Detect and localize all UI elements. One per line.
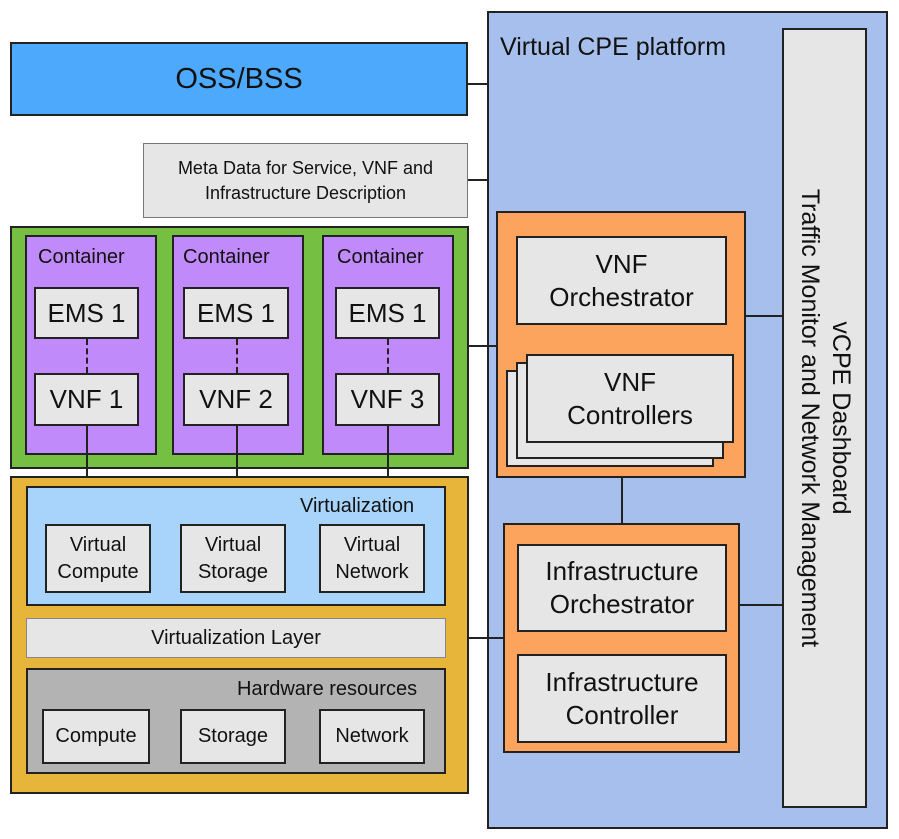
container-1-ems-vnf-link bbox=[86, 339, 88, 373]
vnf-controllers: VNF Controllers bbox=[526, 354, 734, 443]
container-1-label: Container bbox=[38, 246, 125, 268]
vnf-2-downlink bbox=[236, 426, 238, 487]
virtualization-title: Virtualization bbox=[300, 495, 415, 517]
container-3-ems: EMS 1 bbox=[335, 287, 440, 339]
infrastructure-area-connector bbox=[469, 637, 503, 639]
infra-to-dashboard-connector bbox=[740, 604, 782, 606]
vnf-orchestrator: VNF Orchestrator bbox=[516, 236, 727, 325]
vnf-to-infra-connector bbox=[621, 478, 623, 523]
hardware-title: Hardware resources bbox=[237, 678, 418, 700]
vnf-1-downlink bbox=[86, 426, 88, 487]
oss-bss-connector bbox=[468, 83, 487, 85]
dashboard-subtitle: Traffic Monitor and Network Management bbox=[795, 188, 824, 648]
hardware-network: Network bbox=[319, 709, 425, 764]
hardware-storage: Storage bbox=[180, 709, 286, 764]
vnf-3-downlink bbox=[387, 426, 389, 487]
meta-data: Meta Data for Service, VNF and Infrastru… bbox=[143, 143, 468, 218]
container-2-ems-vnf-link bbox=[236, 339, 238, 373]
hardware-compute: Compute bbox=[42, 709, 150, 764]
platform-title: Virtual CPE platform bbox=[500, 33, 727, 61]
infrastructure-orchestrator: Infrastructure Orchestrator bbox=[517, 544, 727, 632]
container-2-label: Container bbox=[183, 246, 270, 268]
container-3-ems-vnf-link bbox=[387, 339, 389, 373]
dashboard-title: vCPE Dashboard bbox=[826, 321, 855, 515]
container-2-vnf: VNF 2 bbox=[183, 373, 289, 426]
vnf-to-dashboard-connector bbox=[746, 315, 782, 317]
vcpe-dashboard: vCPE Dashboard Traffic Monitor and Netwo… bbox=[782, 28, 867, 808]
oss-bss: OSS/BSS bbox=[10, 42, 468, 116]
container-1-vnf: VNF 1 bbox=[34, 373, 139, 426]
container-1-ems: EMS 1 bbox=[34, 287, 139, 339]
container-area-connector bbox=[469, 345, 496, 347]
infrastructure-controller: Infrastructure Controller bbox=[517, 654, 727, 743]
container-3-vnf: VNF 3 bbox=[335, 373, 440, 426]
virtualization-layer: Virtualization Layer bbox=[26, 618, 446, 658]
container-2-ems: EMS 1 bbox=[183, 287, 289, 339]
meta-data-connector bbox=[468, 179, 487, 181]
container-3-label: Container bbox=[337, 246, 424, 268]
